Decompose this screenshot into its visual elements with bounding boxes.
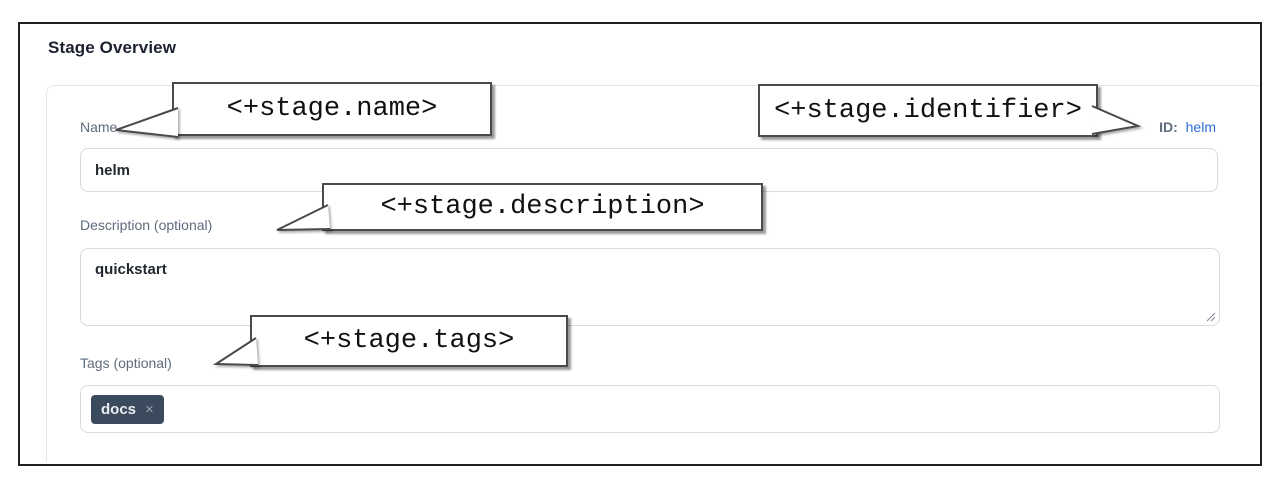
callout-stage-description-tail [276, 204, 331, 231]
id-prefix-label: ID: [1159, 119, 1178, 135]
callout-stage-identifier: <+stage.identifier> [758, 84, 1098, 137]
callout-stage-tags-tail [212, 337, 259, 366]
callout-stage-name: <+stage.name> [172, 82, 492, 136]
tag-remove-icon[interactable]: × [145, 400, 154, 418]
callout-stage-name-tail [115, 107, 179, 138]
description-label: Description (optional) [80, 217, 213, 233]
tags-label: Tags (optional) [80, 355, 172, 371]
description-value: quickstart [95, 261, 167, 278]
resize-handle-icon[interactable] [1204, 310, 1216, 322]
callout-stage-description: <+stage.description> [322, 183, 763, 231]
page-title: Stage Overview [48, 38, 177, 57]
callout-stage-tags: <+stage.tags> [250, 315, 568, 367]
tag-chip-text: docs [101, 400, 137, 418]
stage-id-row: ID: helm [1159, 118, 1216, 136]
tag-chip: docs × [91, 394, 164, 424]
tags-input[interactable]: docs × [80, 385, 1220, 433]
callout-stage-identifier-tail [1091, 105, 1142, 135]
name-input[interactable] [80, 148, 1218, 192]
description-textarea[interactable]: quickstart [80, 248, 1220, 326]
id-value-link[interactable]: helm [1185, 119, 1216, 135]
name-label: Name [80, 119, 118, 135]
